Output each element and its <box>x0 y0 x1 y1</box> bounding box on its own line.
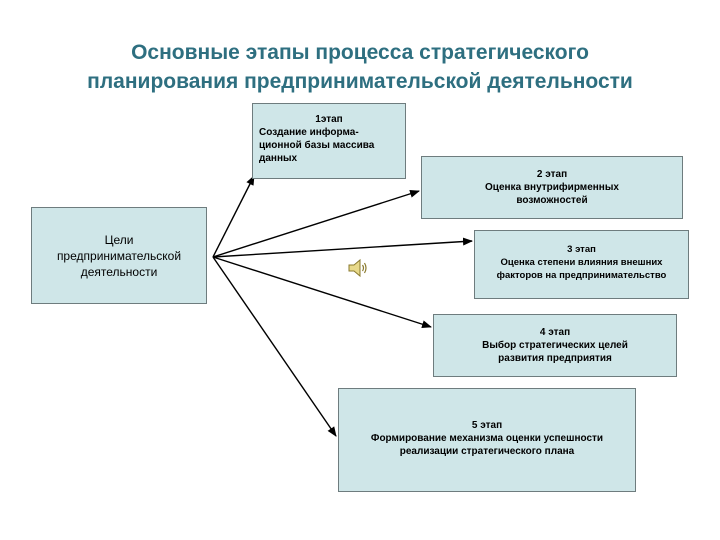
goals-line-3: деятельности <box>80 265 158 279</box>
goals-line-2: предпринимательской <box>56 249 182 263</box>
stage-5-text-2: реализации стратегического плана <box>399 446 575 457</box>
stage-1-number: 1этап <box>315 114 343 125</box>
stage-1-text-2: ционной базы массива <box>259 140 375 151</box>
stage-4-number: 4 этап <box>539 327 571 338</box>
arrow-to-stage-4 <box>212 256 432 329</box>
stage-3-number: 3 этап <box>567 244 596 255</box>
stage-2-text-2: возможностей <box>516 195 588 206</box>
title-line-2: планирования предпринимательской деятель… <box>87 70 633 93</box>
stage-2-number: 2 этап <box>536 169 568 180</box>
stage-5-number: 5 этап <box>471 420 503 431</box>
stage-3-text-1: Оценка степени влияния внешних <box>500 257 663 268</box>
stage-3-text-2: факторов на предпринимательство <box>496 270 667 281</box>
stage-5-text-1: Формирование механизма оценки успешности <box>370 433 604 444</box>
speaker-icon[interactable] <box>346 256 370 280</box>
goals-box: Цели предпринимательской деятельности <box>31 207 207 304</box>
arrow-to-stage-3 <box>212 237 473 258</box>
arrow-to-stage-5 <box>212 256 337 437</box>
stage-2-text-1: Оценка внутрифирменных <box>485 182 619 193</box>
arrow-to-stage-2 <box>212 189 420 258</box>
stage-4-text-2: развития предприятия <box>498 353 612 364</box>
stage-1-text-1: Создание информа- <box>259 127 359 138</box>
goals-line-1: Цели <box>104 233 134 247</box>
page-title: Основные этапы процесса стратегического … <box>20 38 700 96</box>
stage-1-box: 1этап Создание информа- ционной базы мас… <box>252 103 406 179</box>
stage-2-box: 2 этап Оценка внутрифирменных возможност… <box>421 156 683 219</box>
title-line-1: Основные этапы процесса стратегического <box>131 41 589 64</box>
stage-3-box: 3 этап Оценка степени влияния внешних фа… <box>474 230 689 299</box>
arrow-to-stage-1 <box>212 175 255 258</box>
stage-5-box: 5 этап Формирование механизма оценки усп… <box>338 388 636 492</box>
stage-1-text-3: данных <box>259 153 298 164</box>
stage-4-box: 4 этап Выбор стратегических целей развит… <box>433 314 677 377</box>
stage-4-text-1: Выбор стратегических целей <box>482 340 628 351</box>
